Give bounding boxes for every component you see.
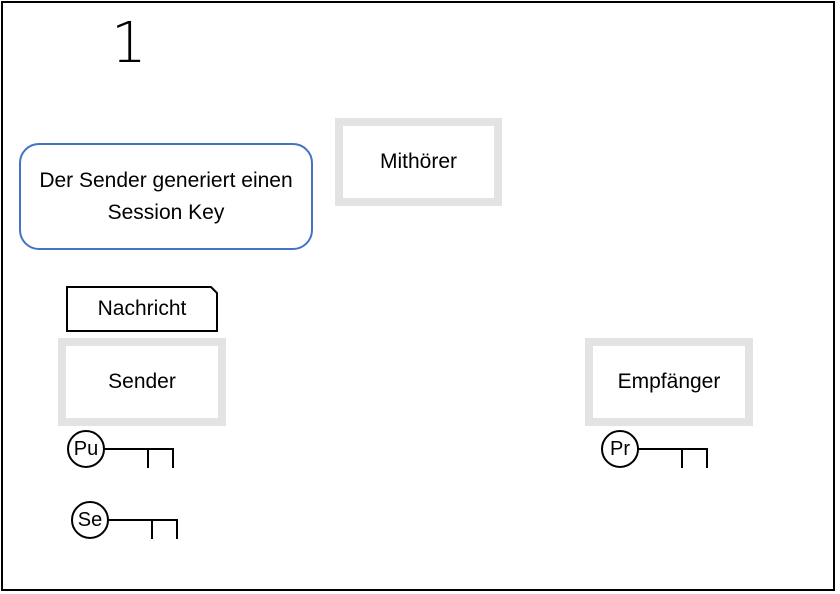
key-icon	[67, 430, 174, 468]
sender-node: Sender	[58, 338, 226, 426]
session-key: Se	[70, 500, 182, 540]
receiver-private-key: Pr	[600, 429, 712, 469]
callout-text: Der Sender generiert einen Session Key	[39, 168, 293, 224]
receiver-label: Empfänger	[617, 370, 721, 393]
receiver-private-key-label: Pr	[610, 437, 630, 460]
step-number: 1	[111, 11, 147, 76]
receiver-node: Empfänger	[585, 338, 753, 426]
sender-label: Sender	[108, 370, 176, 393]
eavesdropper-label: Mithörer	[379, 150, 458, 173]
message-document: Nachricht	[66, 286, 218, 332]
step-description-callout: Der Sender generiert einen Session Key	[19, 143, 313, 250]
eavesdropper-node: Mithörer	[335, 118, 502, 206]
key-icon	[601, 430, 708, 468]
key-icon	[71, 501, 178, 539]
sender-public-key-label: Pu	[73, 437, 99, 460]
message-document-icon	[66, 286, 218, 332]
message-label: Nachricht	[97, 297, 187, 320]
session-key-label: Se	[77, 508, 103, 531]
sender-public-key: Pu	[66, 429, 178, 469]
